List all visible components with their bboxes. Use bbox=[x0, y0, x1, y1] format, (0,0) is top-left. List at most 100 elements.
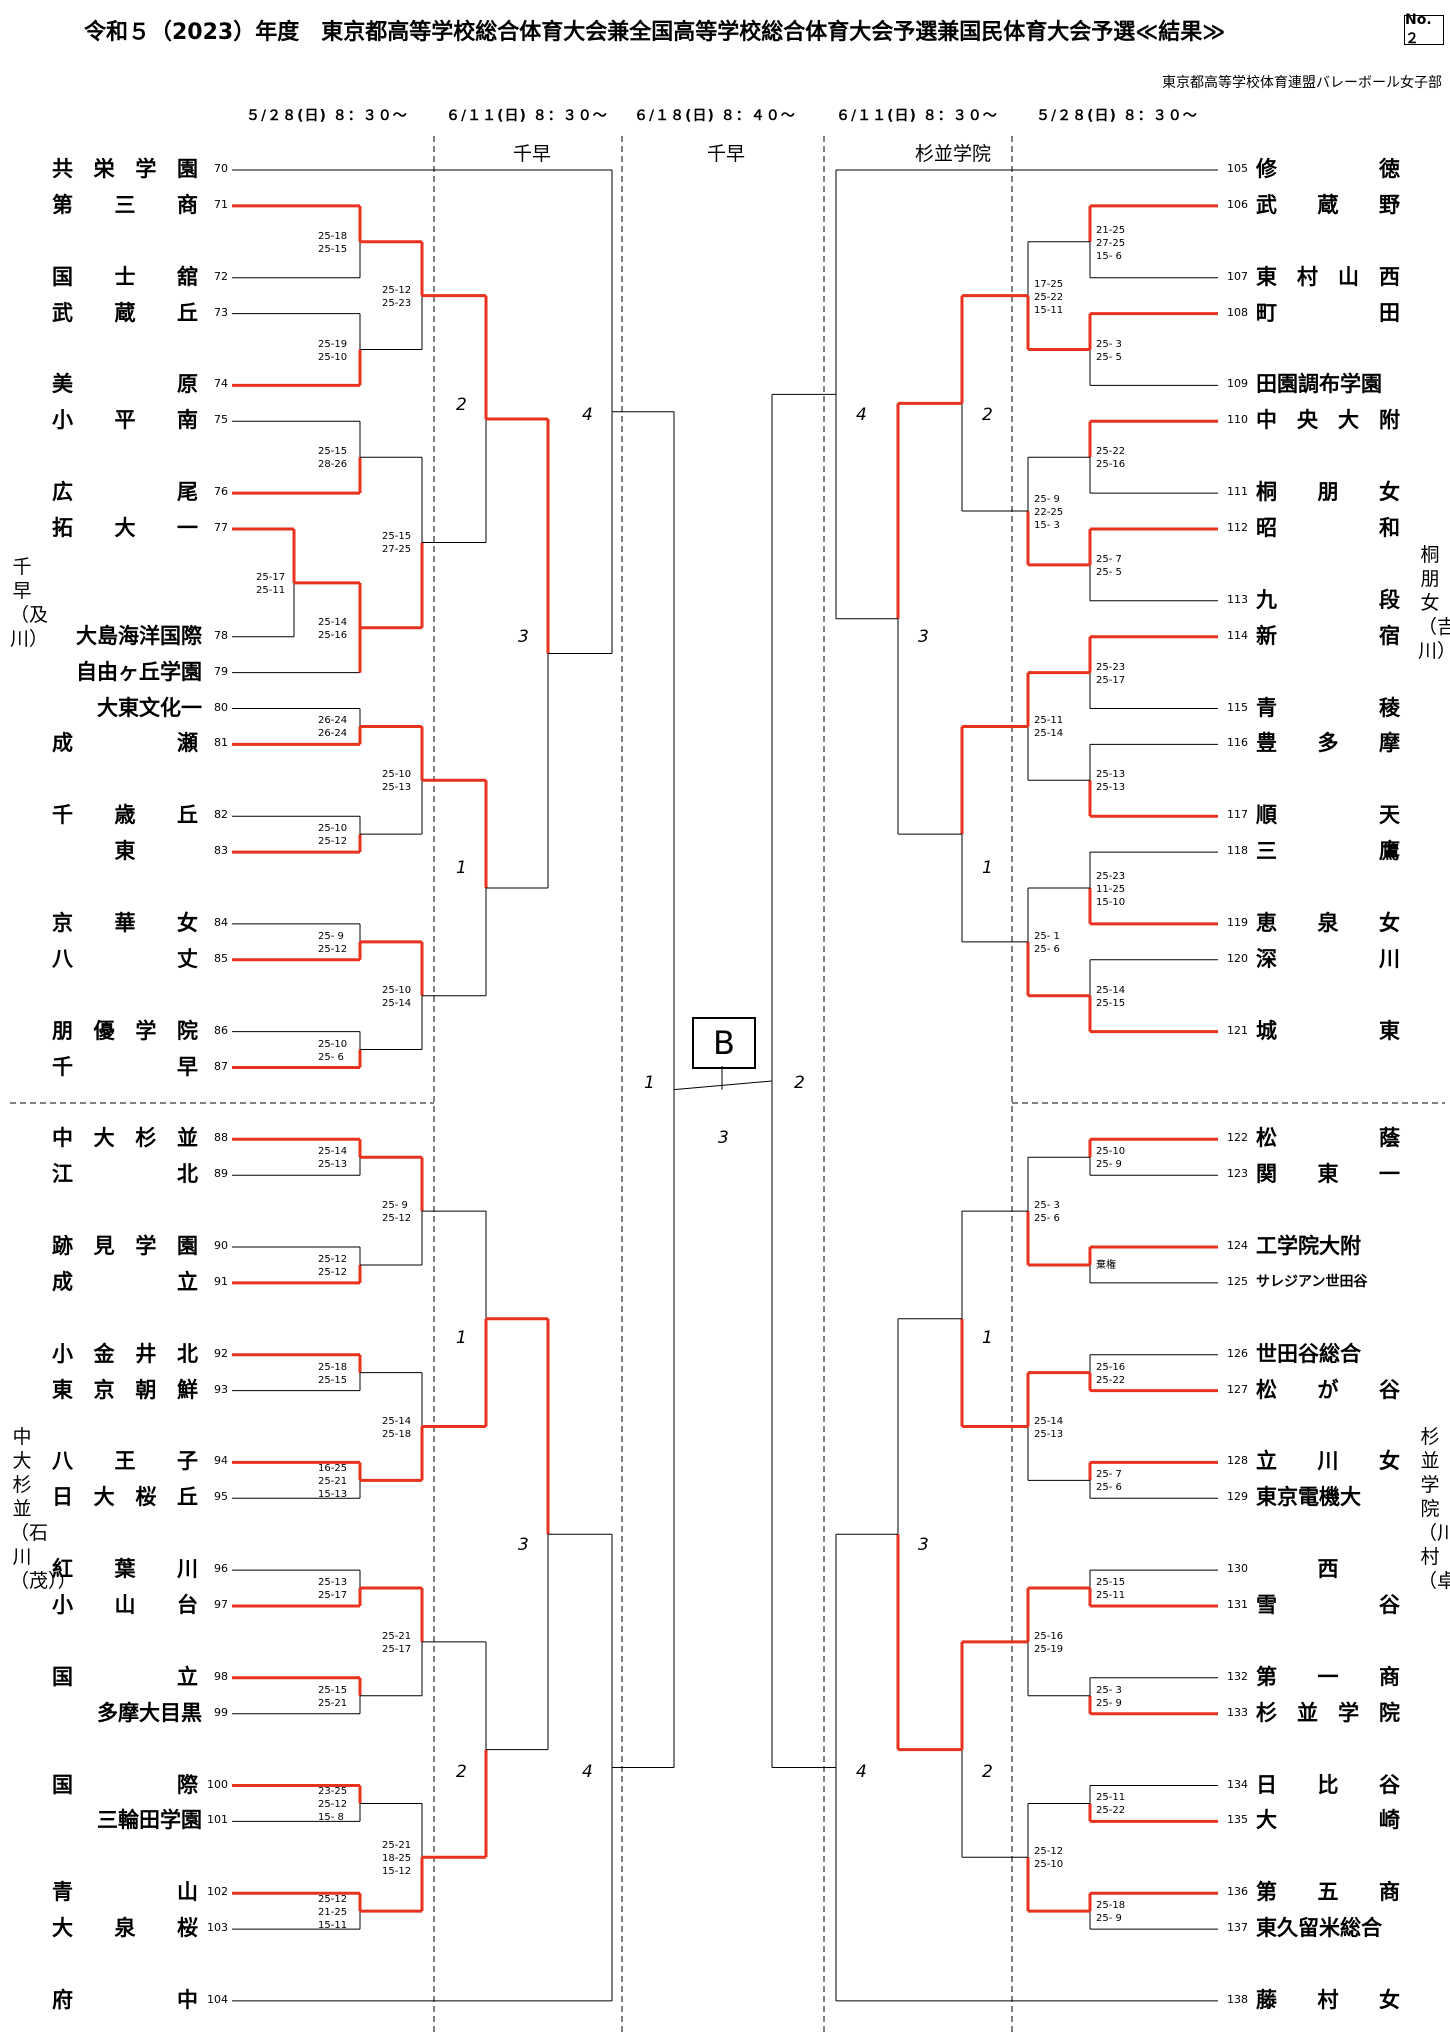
right-team-name: 松蔭 bbox=[1256, 1126, 1400, 1151]
left-team-number: 91 bbox=[214, 1274, 228, 1288]
right-team-number: 107 bbox=[1227, 269, 1248, 283]
date-round2-left: ６/１１(日) ８：３０～ bbox=[446, 108, 608, 124]
left-team-number: 72 bbox=[214, 269, 228, 283]
match-score: 25-23 25-17 bbox=[1096, 661, 1126, 686]
match-score: 25-18 25-15 bbox=[318, 230, 348, 255]
right-team-name: 田園調布学園 bbox=[1256, 372, 1382, 397]
match-score: 25-23 11-25 15-10 bbox=[1096, 871, 1126, 908]
match-score: 25-14 25-15 bbox=[1096, 984, 1126, 1009]
right-team-number: 106 bbox=[1227, 197, 1248, 211]
page-number-badge: No.２ bbox=[1404, 12, 1444, 47]
round-number: 4 bbox=[582, 1762, 593, 1782]
left-team-name: 国際 bbox=[52, 1772, 198, 1797]
match-score: 25-13 25-17 bbox=[318, 1577, 348, 1602]
left-team-number: 87 bbox=[214, 1059, 228, 1073]
round-number: 3 bbox=[918, 627, 929, 647]
left-team-number: 96 bbox=[214, 1562, 228, 1576]
right-team-name: 松が谷 bbox=[1256, 1377, 1400, 1402]
match-score: 25- 3 25- 5 bbox=[1096, 338, 1122, 363]
date-round1-right: ５/２８(日) ８：３０～ bbox=[1036, 108, 1198, 124]
right-team-name: 新宿 bbox=[1256, 623, 1400, 648]
left-team-name: 広尾 bbox=[52, 480, 198, 505]
right-team-name: 城東 bbox=[1256, 1018, 1400, 1043]
right-team-number: 119 bbox=[1227, 915, 1248, 929]
left-team-number: 77 bbox=[214, 521, 228, 534]
match-score: 25-10 25- 9 bbox=[1096, 1146, 1126, 1171]
right-team-name: 東村山西 bbox=[1256, 264, 1400, 289]
right-team-number: 122 bbox=[1227, 1131, 1248, 1145]
left-team-name: 跡見学園 bbox=[52, 1234, 198, 1258]
left-team-number: 76 bbox=[214, 485, 228, 499]
match-score: 25-13 25-13 bbox=[1096, 769, 1126, 794]
right-team-number: 125 bbox=[1227, 1274, 1248, 1288]
right-team-number: 137 bbox=[1227, 1921, 1248, 1935]
round-number: 3 bbox=[518, 1535, 529, 1555]
left-team-number: 104 bbox=[207, 1992, 228, 2006]
left-team-name: 多摩大目黒 bbox=[97, 1700, 202, 1725]
left-team-name: 成瀬 bbox=[52, 731, 198, 756]
block-label: B bbox=[692, 1017, 756, 1069]
right-team-number: 132 bbox=[1227, 1669, 1248, 1683]
match-score: 25-18 25-15 bbox=[318, 1361, 348, 1386]
right-team-number: 130 bbox=[1227, 1562, 1248, 1576]
match-score: 25-21 18-25 15-12 bbox=[382, 1840, 412, 1878]
venue-right: 杉並学院 bbox=[914, 143, 991, 165]
left-team-number: 95 bbox=[214, 1490, 228, 1504]
right-team-name: 豊多摩 bbox=[1256, 731, 1400, 756]
match-score: 25-21 25-17 bbox=[382, 1630, 412, 1655]
round-number: 1 bbox=[456, 1328, 467, 1348]
left-team-name: 大泉桜 bbox=[52, 1916, 198, 1941]
right-team-number: 105 bbox=[1227, 162, 1248, 175]
right-team-number: 127 bbox=[1227, 1382, 1248, 1396]
right-team-name: 工学院大附 bbox=[1256, 1234, 1361, 1258]
match-score: 25-12 25-23 bbox=[382, 284, 412, 309]
left-team-name: 小平南 bbox=[52, 408, 198, 433]
round-number: 2 bbox=[456, 1762, 467, 1782]
left-team-name: 国士舘 bbox=[52, 264, 198, 289]
left-team-number: 92 bbox=[214, 1346, 228, 1360]
left-team-name: 東京朝鮮 bbox=[52, 1377, 198, 1402]
left-team-number: 79 bbox=[214, 664, 228, 678]
match-score: 25-14 25-13 bbox=[318, 1146, 348, 1171]
right-team-name: 中央大附 bbox=[1256, 408, 1400, 433]
right-team-number: 110 bbox=[1227, 413, 1248, 427]
match-score: 25-15 28-26 bbox=[318, 446, 348, 471]
left-team-name: 紅葉川 bbox=[52, 1557, 198, 1582]
left-team-number: 70 bbox=[214, 162, 228, 175]
left-team-number: 89 bbox=[214, 1167, 228, 1181]
left-team-name: 小山台 bbox=[52, 1593, 198, 1617]
round-number: 3 bbox=[918, 1535, 929, 1555]
left-team-number: 90 bbox=[214, 1239, 228, 1252]
left-team-name: 成立 bbox=[52, 1269, 198, 1294]
match-score: 25-10 25-12 bbox=[318, 823, 348, 848]
left-team-number: 78 bbox=[214, 628, 228, 642]
left-team-name: 八丈 bbox=[52, 946, 198, 971]
bracket-segment bbox=[673, 1080, 773, 1091]
round-number: 4 bbox=[582, 405, 593, 425]
left-team-number: 86 bbox=[214, 1023, 228, 1037]
round-number: 3 bbox=[718, 1128, 729, 1148]
left-team-number: 84 bbox=[214, 915, 228, 929]
round-number: 3 bbox=[518, 627, 529, 647]
match-score: 16-25 25-21 15-13 bbox=[318, 1463, 348, 1501]
right-team-name: 西 bbox=[1317, 1557, 1339, 1582]
round-number: 2 bbox=[794, 1073, 805, 1093]
right-team-name: 大崎 bbox=[1256, 1808, 1400, 1833]
right-team-name: 修徳 bbox=[1256, 157, 1400, 181]
right-team-name: 三鷹 bbox=[1256, 839, 1400, 864]
left-team-name: 第三商 bbox=[52, 192, 198, 217]
right-team-number: 121 bbox=[1227, 1023, 1248, 1037]
right-team-name: サレジアン世田谷 bbox=[1256, 1273, 1368, 1290]
match-score: 25-10 25-13 bbox=[382, 769, 412, 794]
side-label-right-top-text: 桐朋女（吉川） bbox=[1418, 544, 1450, 662]
match-score: 棄権 bbox=[1096, 1259, 1116, 1271]
match-score: 23-25 25-12 15- 8 bbox=[318, 1786, 348, 1824]
left-team-name: 武蔵丘 bbox=[52, 300, 198, 325]
match-score: 25- 9 25-12 bbox=[382, 1200, 412, 1225]
match-score: 25-16 25-19 bbox=[1034, 1630, 1064, 1655]
right-team-name: 雪谷 bbox=[1256, 1593, 1400, 1617]
left-team-name: 中大杉並 bbox=[52, 1126, 198, 1151]
side-label-right-bottom: 杉並学院（川村（卓）） bbox=[1418, 1425, 1450, 1593]
match-score: 25-15 25-21 bbox=[318, 1684, 348, 1709]
